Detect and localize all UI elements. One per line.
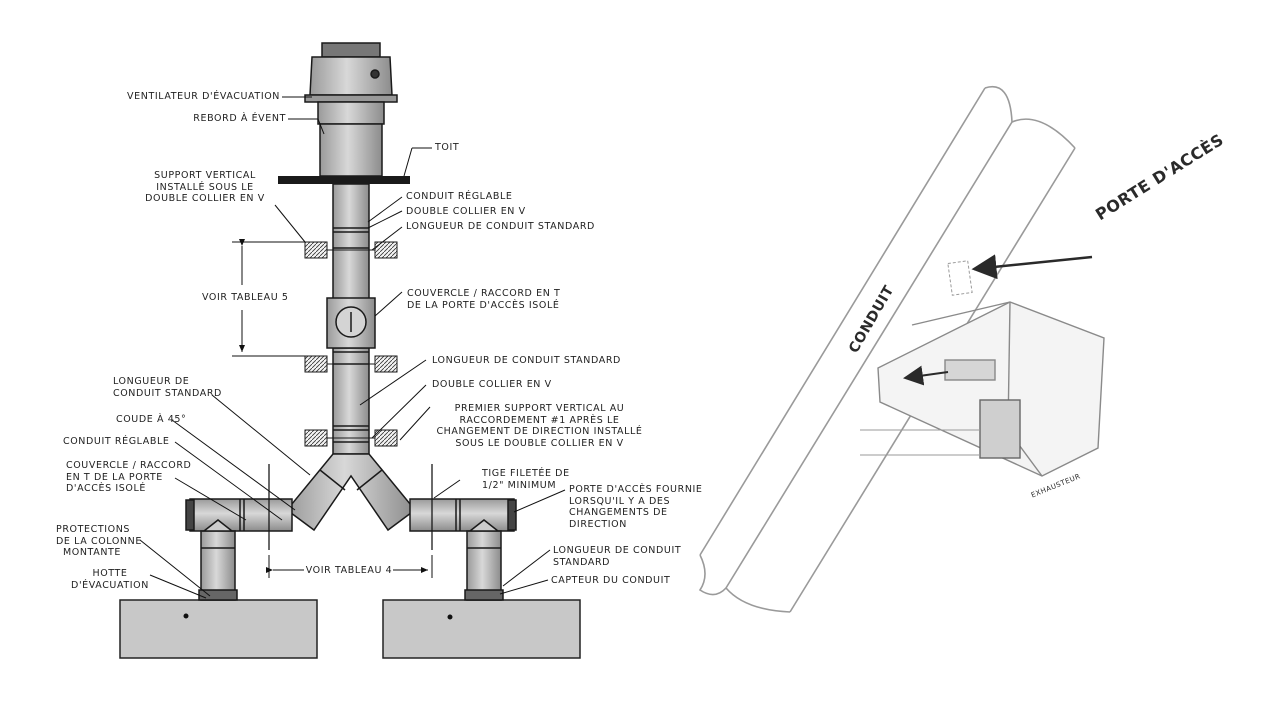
left-slab [119, 599, 318, 659]
label-exhaust-fan: VENTILATEUR D'ÉVACUATION [127, 91, 280, 102]
vertical-supports [304, 241, 398, 447]
exhaust-fan [304, 42, 398, 125]
right-slab [382, 599, 581, 659]
label-elbow-45: COUDE À 45° [116, 414, 187, 425]
exhauster-box [877, 301, 1105, 477]
label-vent-curb: REBORD À ÉVENT [193, 113, 286, 124]
label-roof: TOIT [435, 142, 460, 153]
horizontal-runs [185, 498, 517, 532]
label-access-cover-left: COUVERCLE / RACCORD EN T DE LA PORTE D'A… [66, 460, 192, 494]
label-adjustable-duct-top: CONDUIT RÉGLABLE [406, 191, 513, 202]
access-door-panel [947, 260, 973, 296]
label-see-table-4: VOIR TABLEAU 4 [305, 565, 393, 576]
leader-lines [139, 96, 566, 620]
label-double-v-collar-mid: DOUBLE COLLIER EN V [432, 379, 552, 390]
access-door-arrow [971, 254, 1093, 280]
leader-sketch [860, 429, 980, 456]
threaded-rods [268, 464, 433, 550]
risers [198, 519, 504, 601]
label-access-door-provided: PORTE D'ACCÈS FOURNIE LORSQU'IL Y A DES … [569, 484, 703, 530]
label-first-support: PREMIER SUPPORT VERTICAL AU RACCORDEMENT… [436, 403, 643, 449]
label-adjustable-duct-left: CONDUIT RÉGLABLE [63, 436, 170, 447]
label-threaded-rod: TIGE FILETÉE DE 1/2" MINIMUM [482, 468, 570, 491]
label-duct-sensor: CAPTEUR DU CONDUIT [551, 575, 671, 586]
label-standard-length-top: LONGUEUR DE CONDUIT STANDARD [406, 221, 595, 232]
label-standard-length-left: LONGUEUR DE CONDUIT STANDARD [113, 376, 222, 399]
label-exhaust-hood: HOTTE D'ÉVACUATION [71, 568, 149, 591]
access-tee-top [326, 297, 376, 349]
label-double-v-collar-top: DOUBLE COLLIER EN V [406, 206, 526, 217]
label-standard-length-mid: LONGUEUR DE CONDUIT STANDARD [432, 355, 621, 366]
box-arrow [903, 365, 949, 386]
dimension-lines [232, 239, 433, 578]
label-standard-length-right: LONGUEUR DE CONDUIT STANDARD [553, 545, 682, 568]
label-vertical-support: SUPPORT VERTICAL INSTALLÉ SOUS LE DOUBLE… [145, 170, 265, 204]
label-access-cover-top: COUVERCLE / RACCORD EN T DE LA PORTE D'A… [407, 288, 561, 311]
label-see-table-5: VOIR TABLEAU 5 [202, 292, 289, 303]
roof [278, 176, 410, 184]
label-riser-protection: PROTECTIONS DE LA COLONNE MONTANTE [56, 524, 142, 558]
